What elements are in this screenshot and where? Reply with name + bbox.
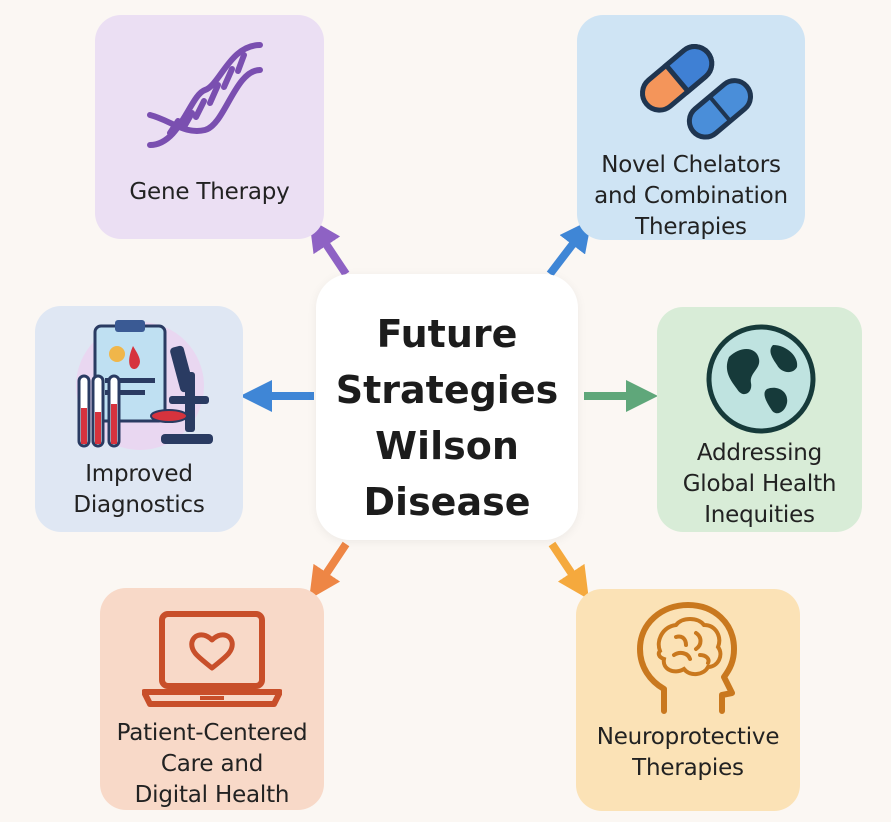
neuroprotective-label: Neuroprotective Therapies xyxy=(596,724,780,781)
brain-head-icon xyxy=(637,602,737,714)
arrow-patient-care xyxy=(309,541,350,600)
improved-diagnostics-label: Improved Diagnostics xyxy=(73,461,205,518)
capsule-pills-icon xyxy=(639,44,753,140)
lab-microscope-icon xyxy=(76,320,213,450)
dna-icon xyxy=(147,42,263,148)
center-title: Future Strategies Wilson Disease xyxy=(335,312,559,524)
node-novel-chelators: Novel Chelators and Combination Therapie… xyxy=(577,15,805,240)
novel-chelators-label: Novel Chelators and Combination Therapie… xyxy=(594,152,788,240)
node-patient-centered-care: Patient-Centered Care and Digital Health xyxy=(100,588,324,810)
node-improved-diagnostics: Improved Diagnostics xyxy=(35,306,243,532)
arrow-neuroprotective xyxy=(548,541,589,600)
arrow-gene-therapy xyxy=(309,218,350,277)
patient-care-label: Patient-Centered Care and Digital Health xyxy=(116,720,308,808)
global-health-label: Addressing Global Health Inequities xyxy=(682,440,837,528)
node-neuroprotective: Neuroprotective Therapies xyxy=(576,589,800,811)
globe-icon xyxy=(706,324,816,434)
node-global-health: Addressing Global Health Inequities xyxy=(657,307,862,532)
center-node: Future Strategies Wilson Disease xyxy=(316,274,578,540)
node-gene-therapy: Gene Therapy xyxy=(95,15,324,239)
laptop-heart-icon xyxy=(142,611,282,707)
gene-therapy-label: Gene Therapy xyxy=(129,179,290,205)
arrow-chelators xyxy=(546,219,592,277)
